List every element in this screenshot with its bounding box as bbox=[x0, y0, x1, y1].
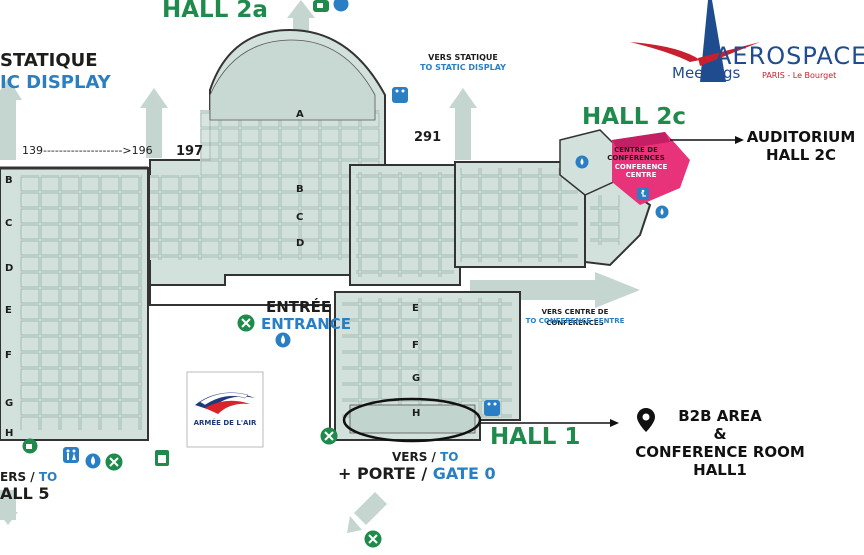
hall5-to-text: TO bbox=[38, 470, 58, 484]
row-letter: H bbox=[412, 408, 421, 419]
exit-icon bbox=[105, 453, 123, 471]
brand-rest: EROSPACE bbox=[732, 42, 864, 70]
hall-1-label: HALL 1 bbox=[490, 424, 581, 450]
row-letter: A bbox=[296, 109, 304, 120]
row-letter: D bbox=[5, 263, 14, 274]
gate-line1: VERS / TO bbox=[392, 450, 459, 464]
hall-2c-label: HALL 2c bbox=[582, 104, 687, 130]
shop-icon bbox=[155, 450, 169, 466]
to-conference-en: TO CONFERENCE CENTRE bbox=[525, 317, 625, 325]
row-letter: B bbox=[5, 175, 13, 186]
exit-icon bbox=[364, 530, 382, 548]
restroom-icon bbox=[63, 447, 79, 463]
porte-text: + PORTE / bbox=[338, 464, 428, 483]
aerospace-logo-mark bbox=[630, 0, 760, 82]
map-pin-icon bbox=[637, 408, 655, 432]
auditorium-title: AUDITORIUM bbox=[746, 128, 856, 146]
entrance-en-label: ENTRANCE bbox=[261, 315, 351, 333]
row-letter: C bbox=[296, 212, 304, 223]
coffee-icon bbox=[313, 0, 329, 12]
hall5-line2: ALL 5 bbox=[0, 484, 50, 503]
row-letter: E bbox=[5, 305, 12, 316]
to-static-display-en: TO STATIC DISPLAY bbox=[420, 63, 506, 72]
row-letter: F bbox=[412, 340, 419, 351]
row-letter: D bbox=[296, 238, 305, 249]
water-icon bbox=[655, 205, 669, 219]
conference-centre-line: CONFÉRENCES bbox=[607, 154, 665, 162]
row-letter: C bbox=[5, 218, 13, 229]
row-letter: F bbox=[5, 350, 12, 361]
conference-centre-line: CENTRE DE bbox=[614, 146, 658, 154]
number-291: 291 bbox=[414, 130, 442, 145]
b2b-callout: B2B AREA & CONFERENCE ROOM HALL1 bbox=[630, 407, 810, 479]
auditorium-subtitle: HALL 2C bbox=[766, 146, 836, 164]
water-icon bbox=[275, 332, 291, 348]
b2b-ampersand: & bbox=[713, 425, 727, 443]
conference-centre-line: CONFERENCE bbox=[614, 163, 668, 171]
b2b-hall: HALL1 bbox=[693, 461, 747, 479]
row-letter: B bbox=[296, 184, 304, 195]
conference-centre-block bbox=[612, 132, 690, 205]
water-icon bbox=[333, 0, 349, 12]
conference-centre-fr: CENTRE DE CONFÉRENCES bbox=[606, 146, 666, 162]
row-letter: E bbox=[412, 303, 419, 314]
hall-2a-label: HALL 2a bbox=[162, 0, 268, 23]
brand-a: A bbox=[715, 42, 733, 70]
coffee-icon bbox=[22, 438, 38, 454]
row-letter: G bbox=[5, 398, 14, 409]
restroom-icon bbox=[392, 87, 408, 103]
number-197: 197 bbox=[176, 144, 204, 159]
stand-range-label: 139-------------------->196 bbox=[22, 144, 153, 157]
hall5-vers-text: ERS / bbox=[0, 470, 35, 484]
b2b-title: B2B AREA bbox=[678, 407, 762, 425]
direction-arrows bbox=[0, 0, 640, 533]
entrance-fr-label: ENTRÉE bbox=[266, 298, 332, 316]
armee-de-lair-text: ARMÉE DE L'AIR bbox=[193, 419, 257, 427]
conference-centre-line: CENTRE bbox=[625, 171, 657, 179]
brand-location: PARIS - Le Bourget bbox=[762, 71, 837, 80]
hall5-line1: ERS / TO bbox=[0, 470, 57, 484]
auditorium-callout: AUDITORIUM HALL 2C bbox=[738, 128, 864, 164]
to-conference-fr: VERS CENTRE DE CONFÉRENCES bbox=[541, 308, 609, 327]
b2b-conference-room: CONFERENCE ROOM bbox=[635, 443, 805, 461]
static-display-en-label: IC DISPLAY bbox=[0, 72, 111, 93]
exit-icon bbox=[320, 427, 338, 445]
to-static-display-fr: VERS STATIQUE bbox=[428, 53, 498, 62]
accessibility-icon bbox=[637, 188, 649, 200]
conference-centre-en: CONFERENCE CENTRE bbox=[611, 163, 671, 179]
row-letter: H bbox=[5, 428, 14, 439]
gate-line2: + PORTE / GATE 0 bbox=[338, 464, 496, 483]
brand-meetings: Meetings bbox=[672, 64, 741, 82]
gate-to-text: TO bbox=[440, 450, 459, 464]
static-display-fr-label: STATIQUE bbox=[0, 50, 98, 71]
water-icon bbox=[575, 155, 589, 169]
row-letter: G bbox=[412, 373, 421, 384]
restroom-icon bbox=[484, 400, 500, 416]
exit-icon bbox=[237, 314, 255, 332]
gate-vers-text: VERS / bbox=[392, 450, 436, 464]
water-icon bbox=[85, 453, 101, 469]
aerospace-brand: AEROSPACE bbox=[715, 42, 864, 70]
gate-0-text: GATE 0 bbox=[432, 464, 496, 483]
